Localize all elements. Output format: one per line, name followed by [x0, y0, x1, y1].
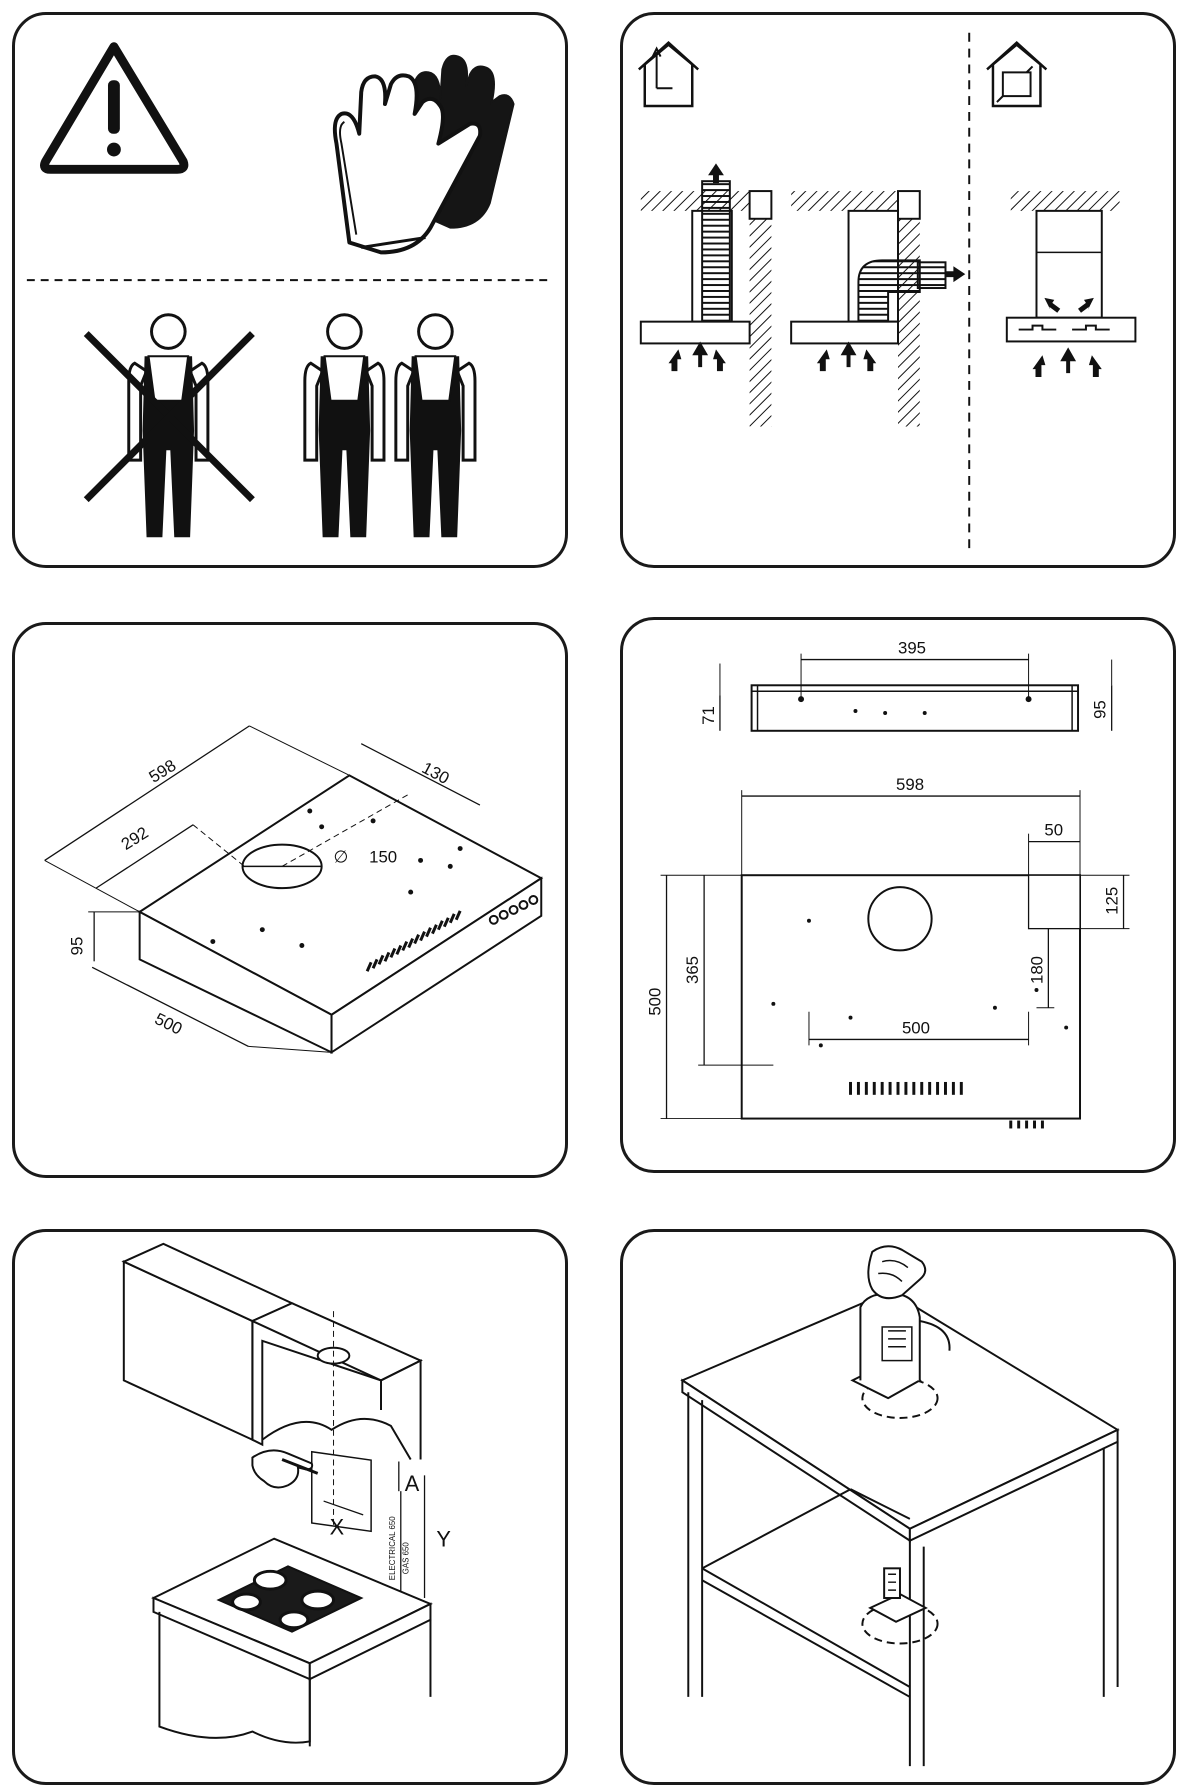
dim-diameter-symbol: ∅: [334, 847, 349, 866]
dim-depth-label: 500: [646, 988, 665, 1016]
safety-illustration: [26, 42, 554, 538]
hood-iso-drawing: 598 292 130 ∅ 150 95 500: [44, 725, 544, 1055]
panel-hood-dimensions-plan: 395 71 95: [620, 617, 1176, 1173]
dim-offset-label: 292: [118, 823, 152, 854]
plan-outlet-opening: [867, 886, 933, 952]
dim-diameter-label: 150: [369, 847, 397, 866]
hood-plan-drawing: 395 71 95: [646, 639, 1130, 1129]
label-x: X: [330, 1515, 345, 1540]
dim-height-label: 95: [67, 937, 86, 956]
panel-hood-dimensions-iso: 598 292 130 ∅ 150 95 500: [12, 622, 568, 1178]
panel-safety: [12, 12, 568, 568]
jigsaw-blade-underside: [868, 1567, 928, 1623]
vent-slots: [365, 910, 462, 972]
dim-top-right-height-label: 95: [1091, 700, 1110, 719]
control-buttons: [488, 895, 539, 925]
hand-icon: [867, 1245, 927, 1300]
dim-width-label: 598: [146, 756, 180, 787]
dim-top-holes-label: 395: [898, 639, 926, 658]
label-gas: GAS 650: [402, 1542, 411, 1575]
cut-circle-top: [861, 1377, 939, 1419]
cutting-illustration: [680, 1245, 1120, 1767]
dim-side-gap-label: 180: [1027, 956, 1046, 984]
plan-vent-slots: [849, 1081, 1044, 1129]
hand-with-pencil-icon: [251, 1449, 319, 1489]
dim-width-label: 598: [896, 775, 924, 794]
hood-vertical-exhaust: [639, 163, 773, 427]
cooktop: [216, 1565, 364, 1633]
house-recirculation-icon: [986, 41, 1048, 108]
hood-recirculation: [1005, 191, 1137, 343]
dim-bottom-span-label: 500: [902, 1018, 930, 1037]
panel-mounting-height: X Y A ELECTRICAL 650 GAS 650: [12, 1229, 568, 1785]
warning-triangle-icon: [40, 42, 189, 174]
panel-ventilation-modes: [620, 12, 1176, 568]
label-a: A: [405, 1471, 420, 1496]
hood-horizontal-exhaust: [790, 190, 966, 427]
mounting-illustration: X Y A ELECTRICAL 650 GAS 650: [121, 1242, 451, 1747]
ventilation-illustration: [638, 32, 1137, 550]
dim-depth-offset-label: 130: [419, 758, 453, 788]
dim-corner-width-label: 50: [1044, 821, 1063, 840]
dim-hole-offset-label: 365: [683, 956, 702, 984]
dim-depth-label: 500: [152, 1009, 186, 1038]
two-persons-icon: [303, 313, 477, 538]
house-vent-out-icon: [638, 41, 700, 108]
jigsaw-icon: [850, 1292, 951, 1400]
label-electrical: ELECTRICAL 650: [388, 1516, 397, 1580]
dim-corner-height-label: 125: [1103, 887, 1122, 915]
panel-cutting-hole: [620, 1229, 1176, 1785]
dim-top-left-height-label: 71: [699, 706, 718, 725]
airflow-arrow-icon: [668, 297, 1102, 378]
gloves-icon: [332, 54, 515, 255]
one-person-crossed-icon: [83, 313, 255, 538]
cut-circle-bottom: [861, 1602, 939, 1645]
label-y: Y: [436, 1527, 451, 1552]
